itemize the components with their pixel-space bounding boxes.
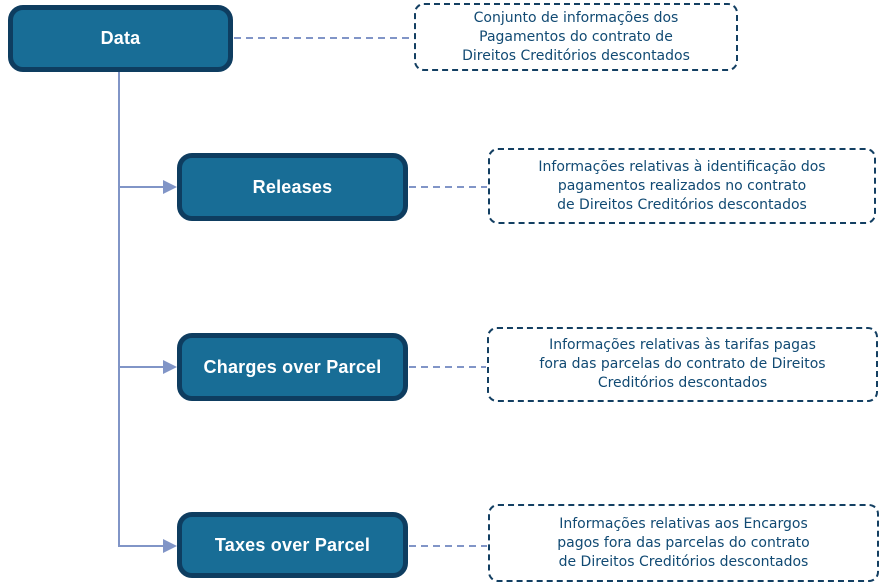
node-taxes-over-parcel-label: Taxes over Parcel bbox=[214, 534, 371, 555]
callout-data-text: Conjunto de informações dos Pagamentos d… bbox=[462, 9, 690, 64]
node-data-label: Data bbox=[100, 28, 141, 48]
arrowhead-taxes-icon bbox=[163, 539, 177, 553]
arrowhead-releases-icon bbox=[163, 180, 177, 194]
callout-releases-text: Informações relativas à identificação do… bbox=[538, 158, 826, 213]
node-charges-over-parcel-label: Charges over Parcel bbox=[203, 356, 382, 377]
node-releases: Releases bbox=[177, 153, 408, 221]
node-releases-label: Releases bbox=[252, 176, 333, 197]
callout-data: Conjunto de informações dos Pagamentos d… bbox=[414, 3, 738, 71]
arrowhead-charges-icon bbox=[163, 360, 177, 374]
node-taxes-over-parcel: Taxes over Parcel bbox=[177, 512, 408, 578]
callout-charges-over-parcel: Informações relativas às tarifas pagas f… bbox=[487, 327, 878, 402]
callout-charges-over-parcel-text: Informações relativas às tarifas pagas f… bbox=[539, 337, 826, 391]
callout-releases: Informações relativas à identificação do… bbox=[488, 148, 876, 224]
callout-taxes-over-parcel-text: Informações relativas aos Encargos pagos… bbox=[557, 515, 810, 570]
node-data: Data bbox=[8, 5, 233, 72]
node-charges-over-parcel: Charges over Parcel bbox=[177, 333, 408, 401]
callout-taxes-over-parcel: Informações relativas aos Encargos pagos… bbox=[488, 504, 879, 582]
